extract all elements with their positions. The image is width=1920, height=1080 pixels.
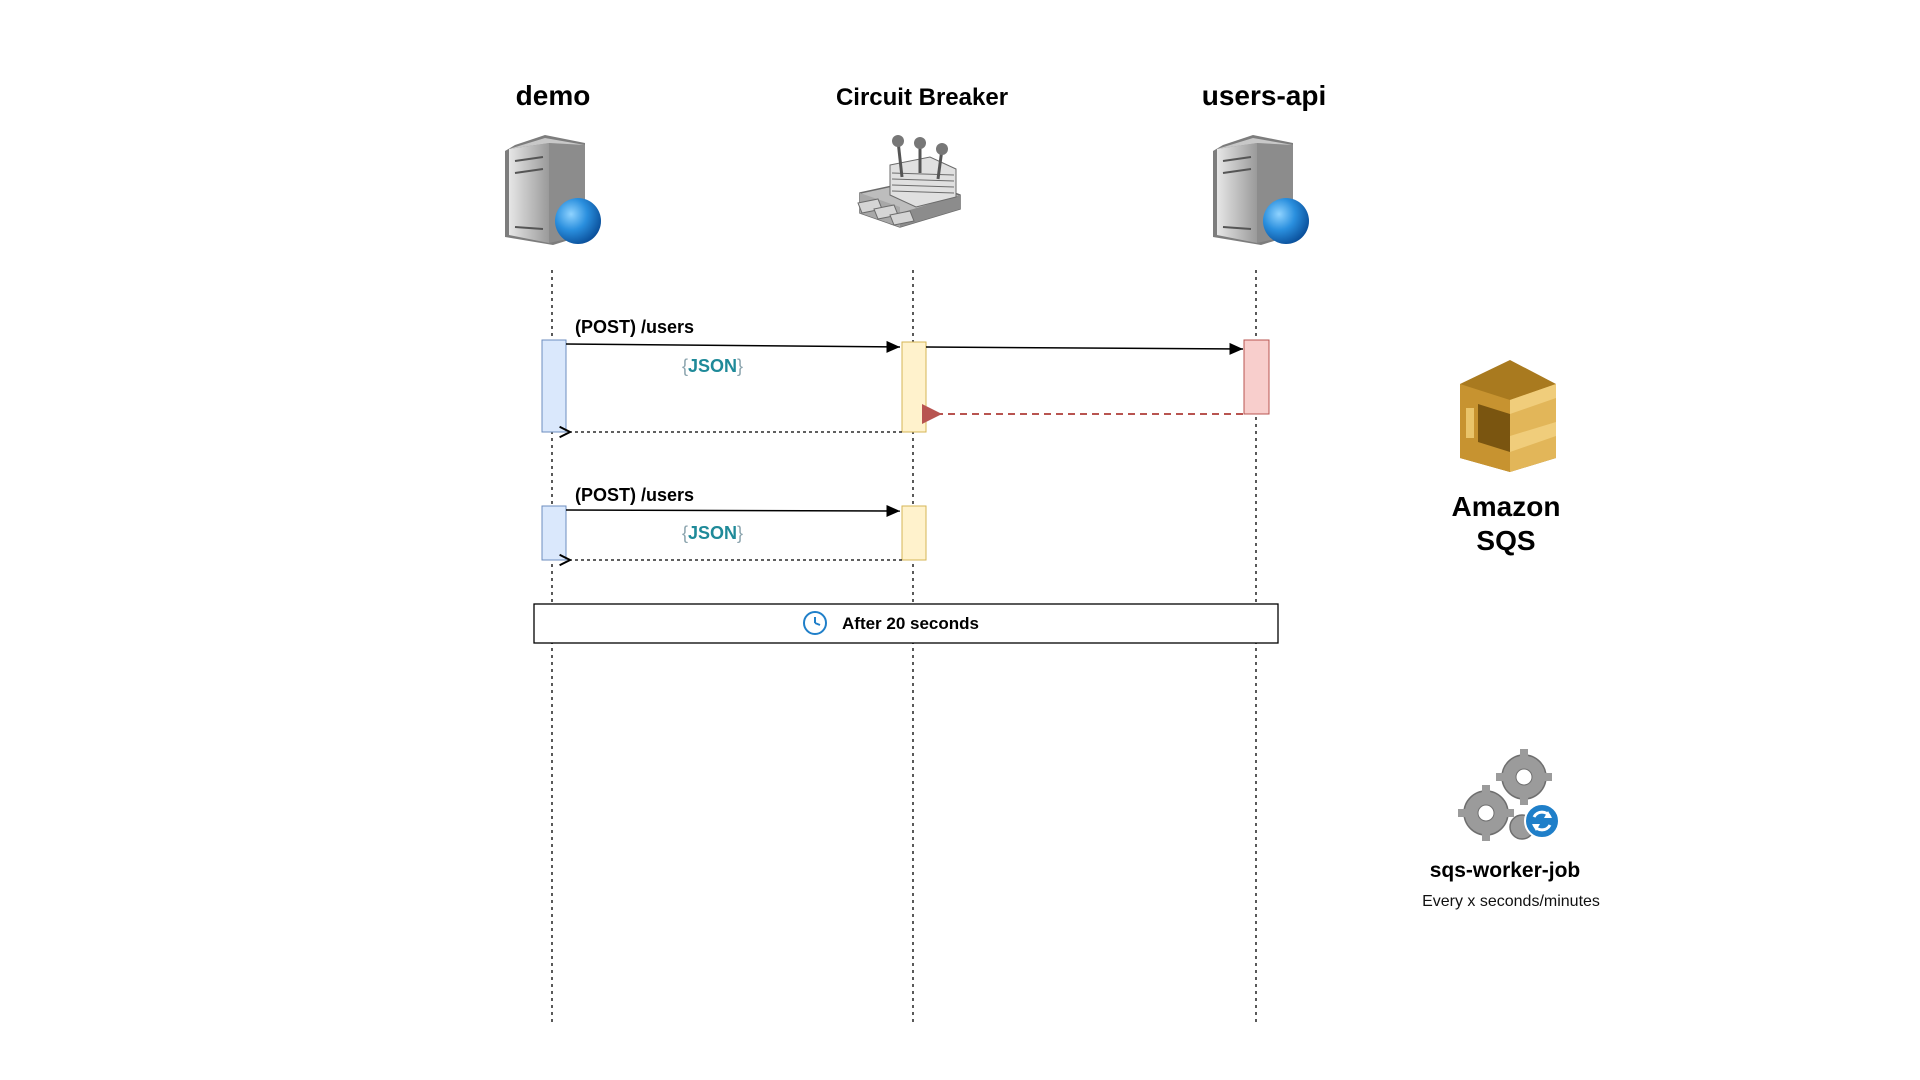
request-arrow-1 (565, 340, 901, 353)
activation-users-api (1243, 339, 1270, 415)
gears-sync-icon (1458, 749, 1560, 841)
json-payload-2: {JSON} (682, 523, 744, 543)
amazon-sqs-icon (1460, 360, 1556, 472)
activation-breaker-2 (901, 505, 927, 561)
request-arrow-2 (565, 504, 901, 517)
server-globe-icon (1213, 135, 1309, 245)
worker-job-schedule: Every x seconds/minutes (1422, 893, 1600, 910)
message-label-2: (POST) /users (575, 485, 695, 505)
clock-icon (803, 611, 827, 635)
participant-demo-title: demo (515, 80, 591, 111)
circuit-breaker-icon (857, 135, 961, 228)
participant-users-api-title: users-api (1201, 80, 1327, 111)
note-box (533, 603, 1279, 644)
activation-breaker-1 (901, 341, 927, 433)
json-payload-1: {JSON} (682, 356, 744, 376)
activation-demo-1 (541, 339, 567, 433)
worker-job-name: sqs-worker-job (1429, 859, 1581, 882)
sqs-label: Amazon SQS (1452, 490, 1561, 558)
server-globe-icon (505, 135, 601, 245)
message-label-1: (POST) /users (575, 317, 695, 337)
participant-breaker-title: Circuit Breaker (835, 84, 1009, 111)
note-text: After 20 seconds (842, 614, 979, 633)
sqs-label-line1: Amazon (1451, 491, 1561, 522)
forward-arrow (925, 342, 1244, 355)
sqs-label-line2: SQS (1476, 525, 1536, 556)
activation-demo-2 (541, 505, 567, 561)
